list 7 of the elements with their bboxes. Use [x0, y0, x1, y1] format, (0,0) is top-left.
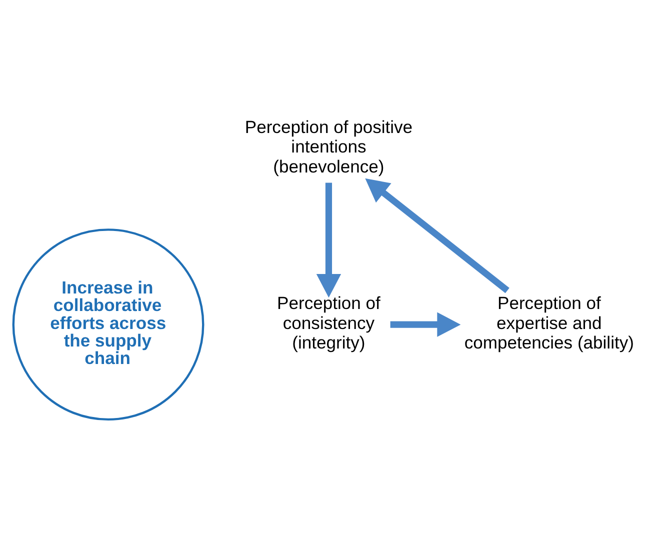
arrow	[390, 312, 460, 337]
node-text: Perception of expertise and competencies (ability)	[464, 293, 634, 352]
node-circle: Increase in collaborative efforts across the supply chain	[12, 228, 204, 421]
node-text: Perception of positive intentions (benevolence)	[244, 116, 412, 176]
node-text: Perception of consistency (integrity)	[276, 293, 380, 352]
arrow	[316, 182, 341, 298]
arrow	[364, 178, 509, 294]
